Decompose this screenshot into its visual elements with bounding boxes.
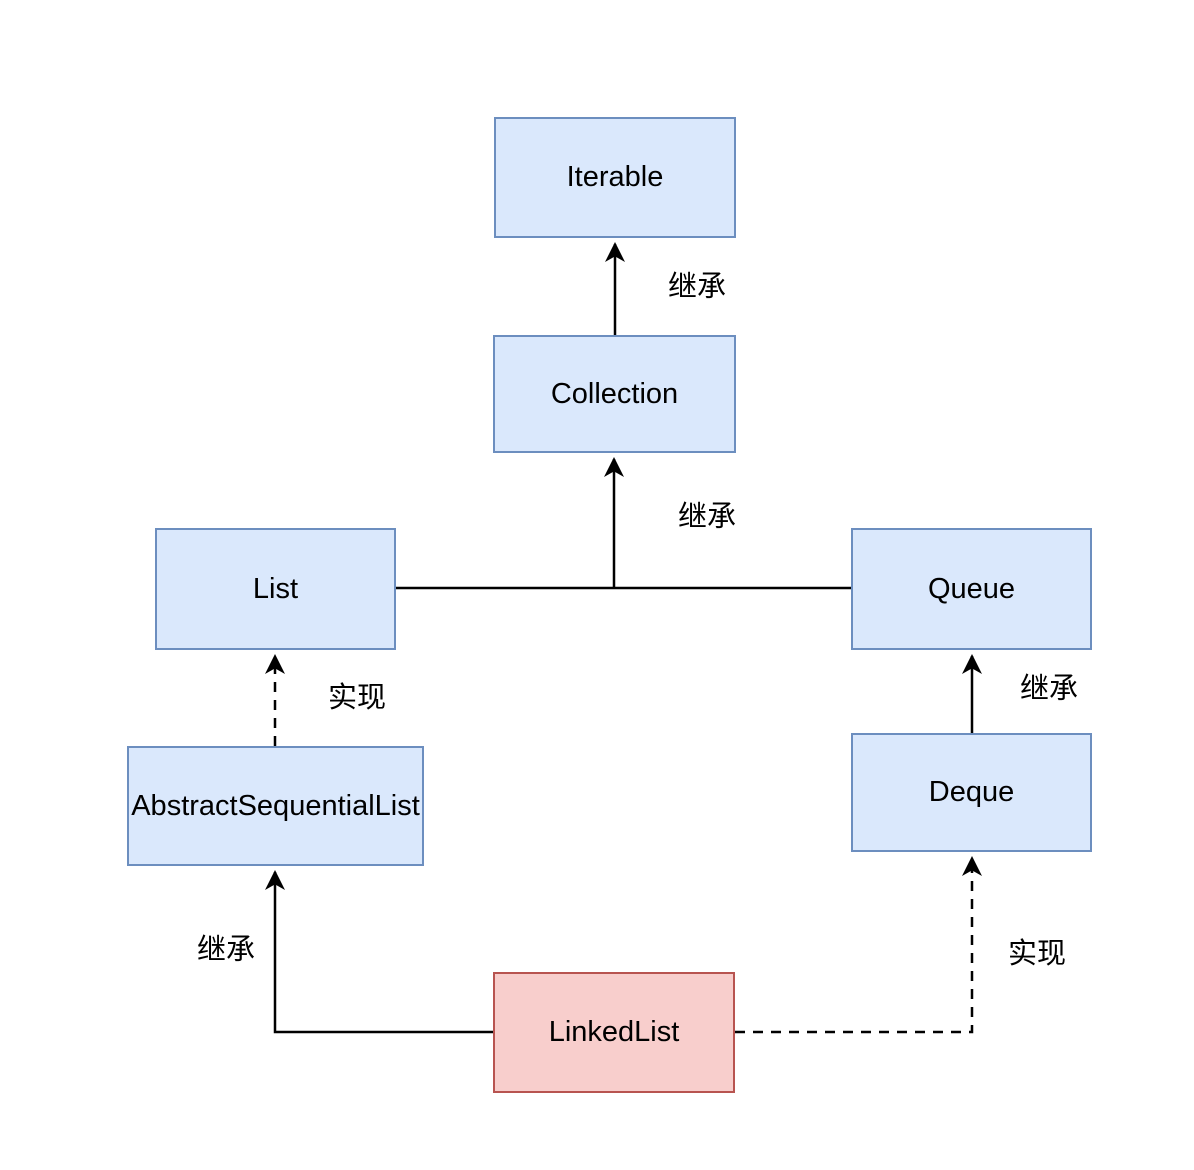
node-abstract-sequential-list: AbstractSequentialList xyxy=(127,746,424,866)
edge-label-linkedlist-to-deque: 实现 xyxy=(1008,938,1067,970)
edge-label-bus-to-collection: 继承 xyxy=(678,501,737,533)
node-abstract-sequential-list-label: AbstractSequentialList xyxy=(131,789,420,822)
node-queue: Queue xyxy=(851,528,1092,650)
edge-linkedlist-to-asl xyxy=(265,870,493,1034)
edge-label-linkedlist-to-asl: 继承 xyxy=(197,934,256,966)
node-queue-label: Queue xyxy=(927,572,1016,605)
node-list-label: List xyxy=(252,572,299,605)
node-linked-list: LinkedList xyxy=(493,972,735,1093)
node-deque: Deque xyxy=(851,733,1092,852)
edge-label-collection-to-iterable: 继承 xyxy=(668,271,727,303)
edge-label-deque-to-queue: 继承 xyxy=(1020,673,1079,705)
node-collection-label: Collection xyxy=(550,377,679,410)
node-linked-list-label: LinkedList xyxy=(548,1016,680,1049)
edge-label-asl-to-list: 实现 xyxy=(328,682,387,714)
node-iterable-label: Iterable xyxy=(566,161,664,194)
node-iterable: Iterable xyxy=(494,117,736,238)
node-deque-label: Deque xyxy=(928,776,1015,809)
edge-linkedlist-to-deque xyxy=(735,856,982,1034)
node-collection: Collection xyxy=(493,335,736,453)
node-list: List xyxy=(155,528,396,650)
